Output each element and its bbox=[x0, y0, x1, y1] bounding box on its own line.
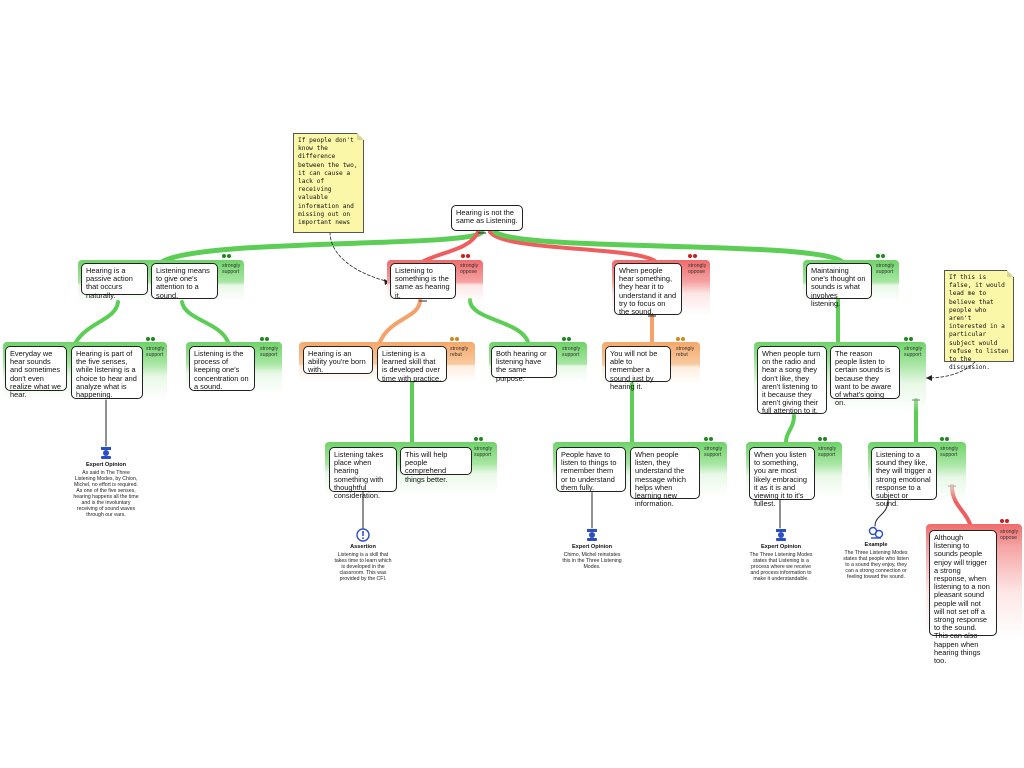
claim-box-r2-a-a[interactable]: When you listen to something, you are mo… bbox=[749, 447, 815, 508]
oppose-tag: strongly oppose bbox=[460, 263, 479, 275]
support-tag: strongly support bbox=[146, 346, 165, 358]
expert-opinion-icon bbox=[101, 447, 111, 459]
connector-main-to-o1 bbox=[420, 230, 480, 264]
claim-box-r2[interactable]: Maintaining one's thought on sounds is w… bbox=[806, 263, 872, 307]
support-tag: strongly support bbox=[562, 346, 581, 358]
evidence-expert-opinion-3[interactable]: Expert Opinion Chimo, Michel reinstates … bbox=[560, 528, 624, 570]
connector-r1-to-r1a bbox=[74, 300, 120, 344]
support-strength-dots bbox=[146, 337, 156, 341]
main-claim-box[interactable]: Hearing is not the same as Listening. bbox=[451, 205, 523, 231]
support-strength-dots bbox=[474, 437, 484, 441]
claim-box-r2-b-a-oppose[interactable]: Although listening to sounds people enjo… bbox=[929, 530, 997, 665]
claim-box-r2-b[interactable]: The reason people listen to certain soun… bbox=[830, 346, 900, 407]
connector-main-to-r1 bbox=[159, 229, 485, 265]
example-icon bbox=[868, 526, 884, 539]
oppose-strength-dots bbox=[688, 254, 698, 258]
support-strength-dots bbox=[222, 254, 232, 258]
rebut-strength-dots bbox=[676, 337, 686, 341]
claim-box-o1[interactable]: Listening to something is the same as he… bbox=[390, 263, 456, 299]
claim-box-r1b[interactable]: Listening means to give one's attention … bbox=[151, 263, 218, 299]
support-tag: strongly support bbox=[474, 446, 493, 458]
note-pointer-left bbox=[329, 231, 391, 283]
claim-box-o1-rebut-a[interactable]: Hearing is an ability you're born with. bbox=[303, 346, 373, 374]
expert-opinion-icon bbox=[587, 529, 597, 541]
claim-box-o1-support[interactable]: Both hearing or listening have the same … bbox=[491, 346, 557, 382]
support-tag: strongly support bbox=[818, 446, 837, 458]
claim-box-r1b-a[interactable]: Listening is the process of keeping one'… bbox=[189, 346, 255, 391]
main-claim-text: Hearing is not the same as Listening. bbox=[456, 208, 518, 226]
support-strength-dots bbox=[876, 254, 886, 258]
claim-box-r1a-b[interactable]: Hearing is part of the five senses, whil… bbox=[71, 346, 143, 399]
evidence-example-5[interactable]: Example The Three Listening Modes states… bbox=[842, 526, 910, 580]
support-tag: strongly support bbox=[704, 446, 723, 458]
claim-box-o1-rebut-b[interactable]: Listening is a learned skill that is dev… bbox=[377, 346, 447, 382]
oppose-strength-dots bbox=[1000, 519, 1010, 523]
support-strength-dots bbox=[818, 437, 828, 441]
claim-box-o2-rebut[interactable]: You will not be able to remember a sound… bbox=[605, 346, 671, 390]
oppose-strength-dots bbox=[461, 254, 471, 258]
connector-o1-to-rebut bbox=[378, 298, 422, 344]
claim-box-r1a[interactable]: Hearing is a passive action that occurs … bbox=[81, 263, 148, 299]
claim-box-r2-a[interactable]: When people turn on the radio and hear a… bbox=[757, 346, 827, 415]
assertion-icon bbox=[356, 528, 370, 542]
connector-r1-to-r1b bbox=[180, 300, 230, 344]
rebut-strength-dots bbox=[450, 337, 460, 341]
support-strength-dots bbox=[940, 437, 950, 441]
support-tag: strongly support bbox=[904, 346, 923, 358]
evidence-assertion-2[interactable]: Assertion Listening is a skill that take… bbox=[332, 528, 394, 582]
connector-main-to-o2 bbox=[488, 230, 658, 264]
oppose-tag: strongly oppose bbox=[1000, 529, 1019, 541]
claim-box-r1a-a[interactable]: Everyday we hear sounds and sometimes do… bbox=[5, 346, 67, 399]
connector-o1-to-support bbox=[468, 298, 530, 344]
note-right[interactable]: If this is false, it would lead me to be… bbox=[944, 270, 1014, 371]
note-pointer-right bbox=[925, 361, 976, 379]
support-strength-dots bbox=[704, 437, 714, 441]
claim-box-o2[interactable]: When people hear something, they hear it… bbox=[614, 263, 682, 316]
expert-opinion-icon bbox=[776, 529, 786, 541]
note-right-text: If this is false, it would lead me to be… bbox=[949, 274, 1009, 372]
evidence-expert-opinion-4[interactable]: Expert Opinion The Three Listening Modes… bbox=[748, 528, 814, 582]
claim-box-o1-rebut-b-b[interactable]: This will help people comprehend things … bbox=[400, 447, 472, 483]
claim-box-o1-rebut-b-a[interactable]: Listening takes place when hearing somet… bbox=[329, 447, 397, 500]
rebut-tag: strongly rebut bbox=[450, 346, 469, 358]
connector-r2a-to-child bbox=[784, 414, 796, 444]
note-left-text: If people don't know the difference betw… bbox=[298, 137, 358, 227]
connector-main-to-r2 bbox=[492, 229, 845, 265]
oppose-tag: strongly oppose bbox=[688, 263, 707, 275]
support-tag: strongly support bbox=[876, 263, 895, 275]
support-tag: strongly support bbox=[260, 346, 279, 358]
claim-box-o2-rebut-a[interactable]: People have to listen to things to remem… bbox=[556, 447, 626, 492]
support-strength-dots bbox=[904, 337, 914, 341]
note-left[interactable]: If people don't know the difference betw… bbox=[293, 133, 364, 233]
connector-evidence-5 bbox=[874, 499, 889, 527]
support-tag: strongly support bbox=[222, 263, 241, 275]
claim-box-r2-b-a[interactable]: Listening to a sound they like, they wil… bbox=[871, 447, 937, 508]
rebut-tag: strongly rebut bbox=[676, 346, 695, 358]
support-strength-dots bbox=[562, 337, 572, 341]
support-tag: strongly support bbox=[940, 446, 959, 458]
claim-box-o2-rebut-b[interactable]: When people listen, they understand the … bbox=[630, 447, 700, 508]
evidence-expert-opinion-1[interactable]: Expert Opinion As said in The Three List… bbox=[72, 446, 140, 518]
support-strength-dots bbox=[260, 337, 270, 341]
